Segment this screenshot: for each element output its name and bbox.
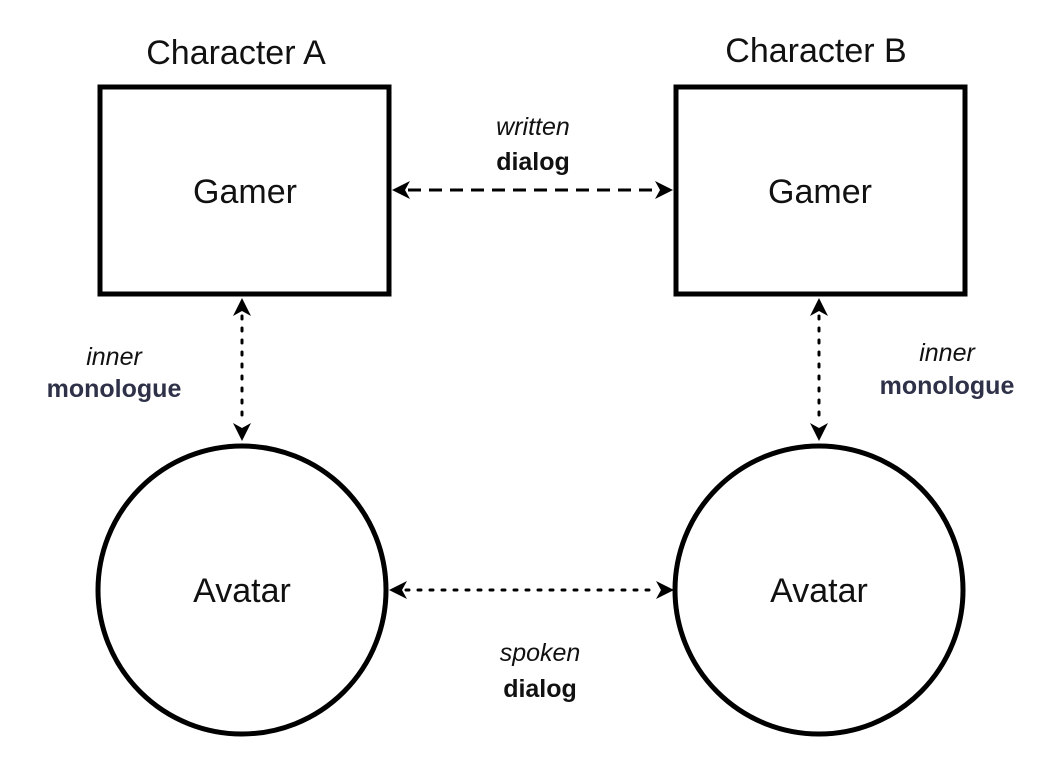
character-a-inner-monologue-label-line1: inner bbox=[86, 343, 143, 371]
arrowhead-down-icon bbox=[233, 423, 251, 441]
character-b-inner-monologue-label-line2: monologue bbox=[880, 372, 1015, 400]
character-a-gamer-box bbox=[97, 84, 392, 297]
character-b-gamer-label: Gamer bbox=[768, 173, 872, 211]
character-b-title: Character B bbox=[725, 32, 906, 70]
spoken-dialog-arrow bbox=[389, 581, 674, 599]
arrowhead-up-icon bbox=[810, 298, 828, 316]
written-dialog-arrow bbox=[392, 181, 673, 199]
character-a-gamer-label: Gamer bbox=[193, 173, 297, 211]
character-a-inner-monologue-label-line2: monologue bbox=[47, 375, 182, 403]
character-b-avatar-label: Avatar bbox=[770, 572, 868, 610]
character-b-gamer-box bbox=[673, 84, 968, 297]
character-a-title: Character A bbox=[146, 34, 326, 72]
arrowhead-right-icon bbox=[656, 581, 674, 599]
character-b-inner-monologue-label-line1: inner bbox=[919, 339, 976, 367]
spoken-dialog-label-line1: spoken bbox=[500, 639, 581, 667]
spoken-dialog-label-line2: dialog bbox=[503, 675, 577, 703]
character-a-avatar-label: Avatar bbox=[193, 572, 291, 610]
character-b-avatar-circle bbox=[672, 443, 966, 737]
arrowhead-left-icon bbox=[389, 581, 407, 599]
written-dialog-label-line2: dialog bbox=[496, 148, 570, 176]
arrowhead-left-icon bbox=[392, 181, 410, 199]
arrowhead-down-icon bbox=[810, 423, 828, 441]
character-a-inner-monologue-arrow bbox=[233, 298, 251, 441]
arrowhead-right-icon bbox=[655, 181, 673, 199]
written-dialog-label-line1: written bbox=[496, 113, 570, 141]
character-b-inner-monologue-arrow bbox=[810, 298, 828, 441]
character-a-avatar-circle bbox=[95, 443, 389, 737]
arrowhead-up-icon bbox=[233, 298, 251, 316]
